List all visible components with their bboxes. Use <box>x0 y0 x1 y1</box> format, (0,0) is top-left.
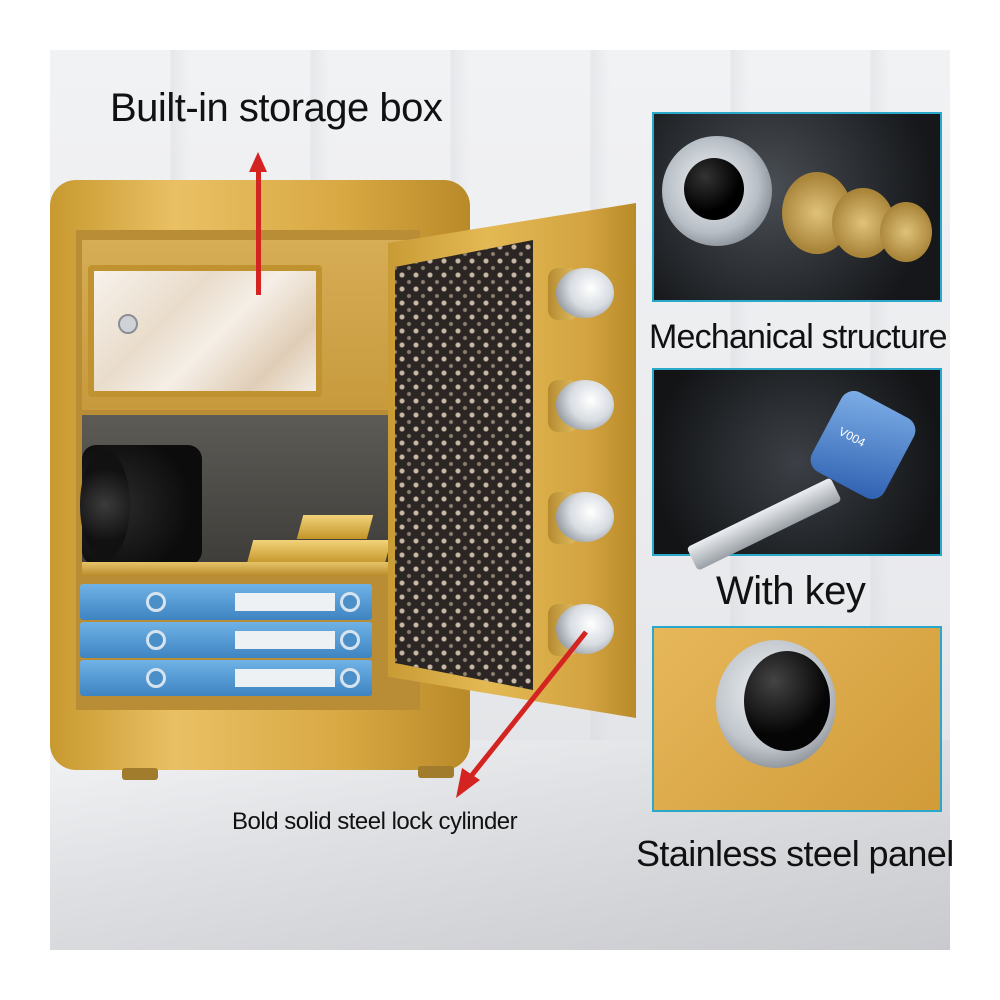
binder-ring-icon <box>340 630 360 650</box>
label-built-in-storage-box: Built-in storage box <box>110 86 443 130</box>
label-stainless-steel-panel: Stainless steel panel <box>636 833 954 874</box>
binder-ring-icon <box>146 668 166 688</box>
binder-ring-icon <box>146 630 166 650</box>
safe-foot <box>418 766 454 778</box>
binder-label <box>235 669 335 687</box>
lock-bolt <box>556 268 614 318</box>
arrow-up-line <box>256 170 261 295</box>
lock-face-icon <box>744 651 830 751</box>
safe-foot <box>122 768 158 780</box>
gold-bar <box>246 540 324 564</box>
lock-bolt <box>556 492 614 542</box>
binder-ring-icon <box>146 592 166 612</box>
binder-ring-icon <box>340 668 360 688</box>
label-with-key: With key <box>716 569 866 613</box>
lock-bolt <box>556 380 614 430</box>
gold-bar <box>296 515 374 539</box>
storage-box <box>88 265 322 397</box>
dial-knob-icon <box>684 158 744 220</box>
arrow-up-icon <box>249 152 267 172</box>
binder-label <box>235 631 335 649</box>
gold-bar <box>314 540 392 564</box>
binder-ring-icon <box>340 592 360 612</box>
mechanical-structure-panel <box>652 112 942 302</box>
lens-front-icon <box>80 450 130 560</box>
door-inner-panel <box>395 240 533 690</box>
shelf <box>82 562 414 576</box>
lock-bolt <box>556 604 614 654</box>
label-mechanical-structure: Mechanical structure <box>649 318 947 356</box>
storage-box-lock-icon <box>118 314 138 334</box>
label-bold-lock-cylinder: Bold solid steel lock cylinder <box>232 808 518 835</box>
gear-icon <box>880 202 932 262</box>
arrow-down-icon <box>456 630 588 798</box>
binder-label <box>235 593 335 611</box>
